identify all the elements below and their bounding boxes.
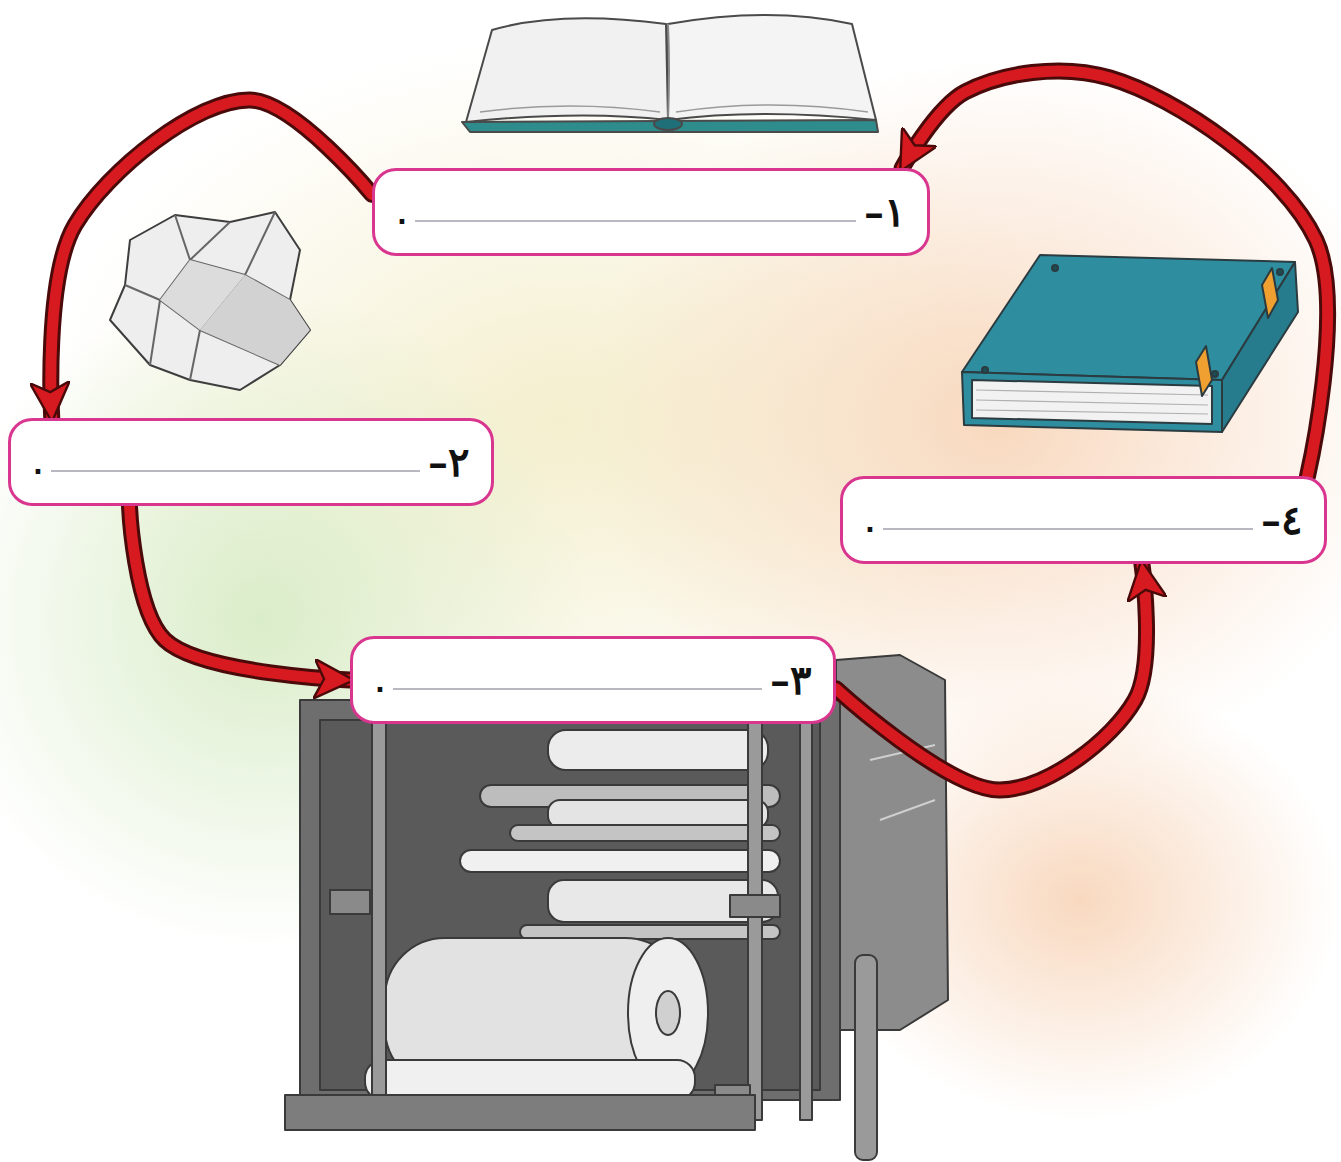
- cycle-arrow-group: [51, 100, 372, 418]
- arrow-shadow: [51, 100, 372, 418]
- paper-machine: [285, 655, 948, 1160]
- answer-line: [51, 470, 420, 472]
- cycle-arrow-group: [130, 506, 351, 680]
- end-mark: .: [865, 508, 875, 539]
- item-number: ٤–: [1261, 496, 1302, 544]
- end-mark: .: [397, 200, 407, 231]
- cycle-arrow: [51, 100, 372, 418]
- arrow-shadow: [902, 71, 1327, 476]
- end-mark: .: [375, 668, 385, 699]
- answer-box: ٢–.: [8, 418, 494, 506]
- item-number: ٣–: [770, 656, 811, 704]
- answer-box: ١–.: [372, 168, 930, 256]
- item-number: ٢–: [428, 438, 469, 486]
- closed-book: [962, 255, 1298, 432]
- cycle-arrow: [130, 506, 351, 680]
- answer-box: ٣–.: [350, 636, 836, 724]
- answer-line: [883, 528, 1253, 530]
- answer-box: ٤–.: [840, 476, 1327, 564]
- open-book: [462, 15, 878, 132]
- answer-line: [415, 220, 856, 222]
- cycle-arrow-group: [836, 564, 1147, 790]
- arrow-shadow: [130, 506, 351, 680]
- cycle-arrow: [836, 564, 1147, 790]
- end-mark: .: [33, 450, 43, 481]
- answer-line: [393, 688, 762, 690]
- crumpled-paper: [110, 212, 310, 390]
- cycle-arrow: [902, 71, 1327, 476]
- arrow-shadow: [836, 564, 1147, 790]
- cycle-arrow-group: [902, 71, 1327, 476]
- item-number: ١–: [864, 188, 905, 236]
